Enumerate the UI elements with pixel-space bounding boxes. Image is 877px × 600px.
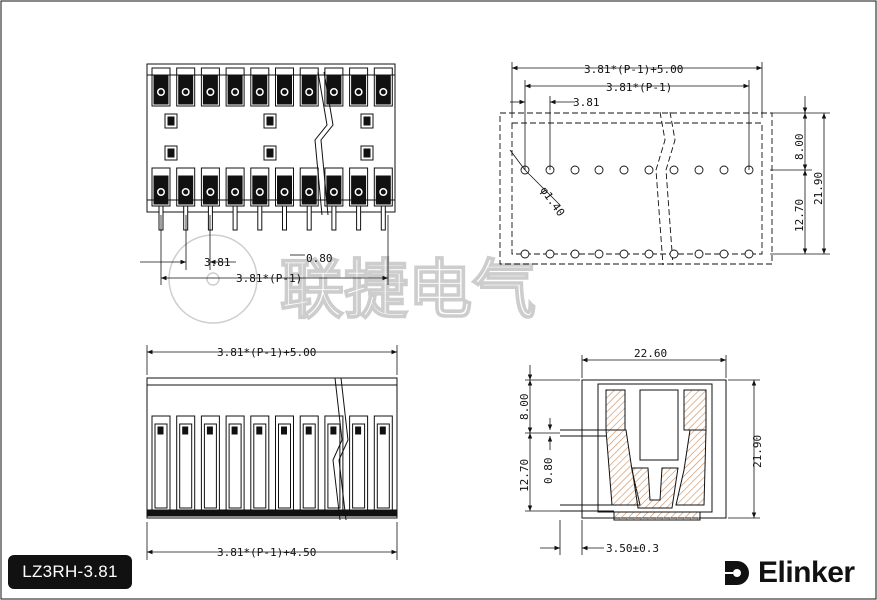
pin	[232, 205, 238, 231]
dim-side-width: 22.60	[634, 347, 667, 360]
dim-front-span: 3.81*(P-1)	[236, 272, 302, 285]
side-section	[560, 379, 727, 521]
pin	[331, 205, 337, 231]
brand-logo: Elinker	[722, 553, 855, 593]
pcb-hole	[719, 249, 729, 259]
model-tag-text: LZ3RH-3.81	[22, 562, 118, 581]
pcb-hole	[619, 249, 629, 259]
terminal-screw	[299, 67, 319, 107]
elinker-d-logo-icon	[725, 561, 749, 585]
terminal-screw	[299, 167, 319, 207]
pcb-hole	[669, 165, 679, 175]
dim-side-h1: 8.00	[518, 394, 531, 421]
top-view-dimensions	[146, 345, 398, 560]
terminal-screw	[349, 167, 369, 207]
pcb-hole	[644, 165, 654, 175]
pcb-hole	[619, 165, 629, 175]
dim-pcb-total: 3.81*(P-1)+5.00	[584, 63, 683, 76]
terminal-screw	[176, 167, 196, 207]
top-view-slots	[151, 415, 393, 513]
dim-side-pin: 0.80	[542, 458, 555, 485]
front-terminals-bottom	[151, 167, 393, 207]
pin	[306, 205, 312, 231]
terminal-screw	[250, 67, 270, 107]
top-view	[146, 377, 398, 521]
pcb-hole	[594, 165, 604, 175]
terminal-screw	[225, 67, 245, 107]
wire-slot	[349, 415, 369, 513]
wire-slot	[200, 415, 220, 513]
dim-side-bottom: 3.50±0.3	[606, 542, 659, 555]
terminal-screw	[151, 167, 171, 207]
pcb-hole	[644, 249, 654, 259]
front-pins	[158, 205, 386, 231]
dim-front-offset: 0.80	[306, 252, 333, 265]
pcb-hole	[594, 249, 604, 259]
dim-bottom-total: 3.81*(P-1)+4.50	[217, 546, 316, 559]
pcb-hole	[520, 249, 530, 259]
pcb-hole	[570, 249, 580, 259]
terminal-screw	[349, 67, 369, 107]
terminal-screw	[275, 67, 294, 107]
terminal-screw	[176, 67, 196, 107]
pin	[380, 205, 386, 231]
pin	[356, 205, 362, 231]
brand-name: Elinker	[758, 556, 855, 589]
terminal-screw	[373, 67, 393, 107]
terminal-screw	[225, 167, 245, 207]
dim-hole-dia: φ1.40	[538, 184, 568, 219]
dim-front-pitch: 3.81	[204, 256, 231, 269]
pcb-hole	[694, 165, 704, 175]
dim-pcb-span: 3.81*(P-1)	[606, 81, 672, 94]
wire-slot	[225, 415, 245, 513]
wire-slot	[176, 415, 196, 513]
front-view	[146, 63, 396, 231]
model-tag: LZ3RH-3.81	[8, 555, 132, 589]
dim-pcb-h1: 8.00	[793, 134, 806, 161]
dim-pcb-h-total: 21.90	[812, 172, 825, 205]
watermark: 联捷电气	[168, 234, 537, 329]
terminal-screw	[275, 167, 294, 207]
front-terminals-top	[151, 67, 393, 107]
terminal-screw	[200, 67, 220, 107]
pcb-holes	[520, 165, 754, 259]
pcb-dimensions	[509, 62, 830, 255]
terminal-screw	[324, 67, 344, 107]
pin	[257, 205, 263, 231]
wire-slot	[299, 415, 319, 513]
terminal-screw	[200, 167, 220, 207]
terminal-screw	[324, 167, 344, 207]
dim-pcb-pitch: 3.81	[573, 96, 600, 109]
pin	[282, 205, 287, 231]
wire-slot	[250, 415, 270, 513]
pcb-hole	[719, 165, 729, 175]
terminal-screw	[250, 167, 270, 207]
dim-top-view-total: 3.81*(P-1)+5.00	[217, 346, 316, 359]
wire-slot	[373, 415, 393, 513]
front-dimensions	[140, 215, 389, 285]
pcb-layout	[499, 111, 773, 266]
watermark-text: 联捷电气	[280, 254, 536, 328]
wire-slot	[151, 415, 171, 513]
dim-pcb-h2: 12.70	[793, 199, 806, 232]
pcb-hole	[545, 249, 555, 259]
dim-side-h2: 12.70	[518, 459, 531, 492]
pcb-hole	[669, 249, 679, 259]
wire-slot	[275, 415, 294, 513]
pcb-hole	[570, 165, 580, 175]
terminal-screw	[373, 167, 393, 207]
pcb-hole	[694, 249, 704, 259]
pcb-hole	[744, 249, 754, 259]
side-dimensions	[525, 355, 760, 555]
dim-side-h-total: 21.90	[751, 435, 764, 468]
terminal-screw	[151, 67, 171, 107]
